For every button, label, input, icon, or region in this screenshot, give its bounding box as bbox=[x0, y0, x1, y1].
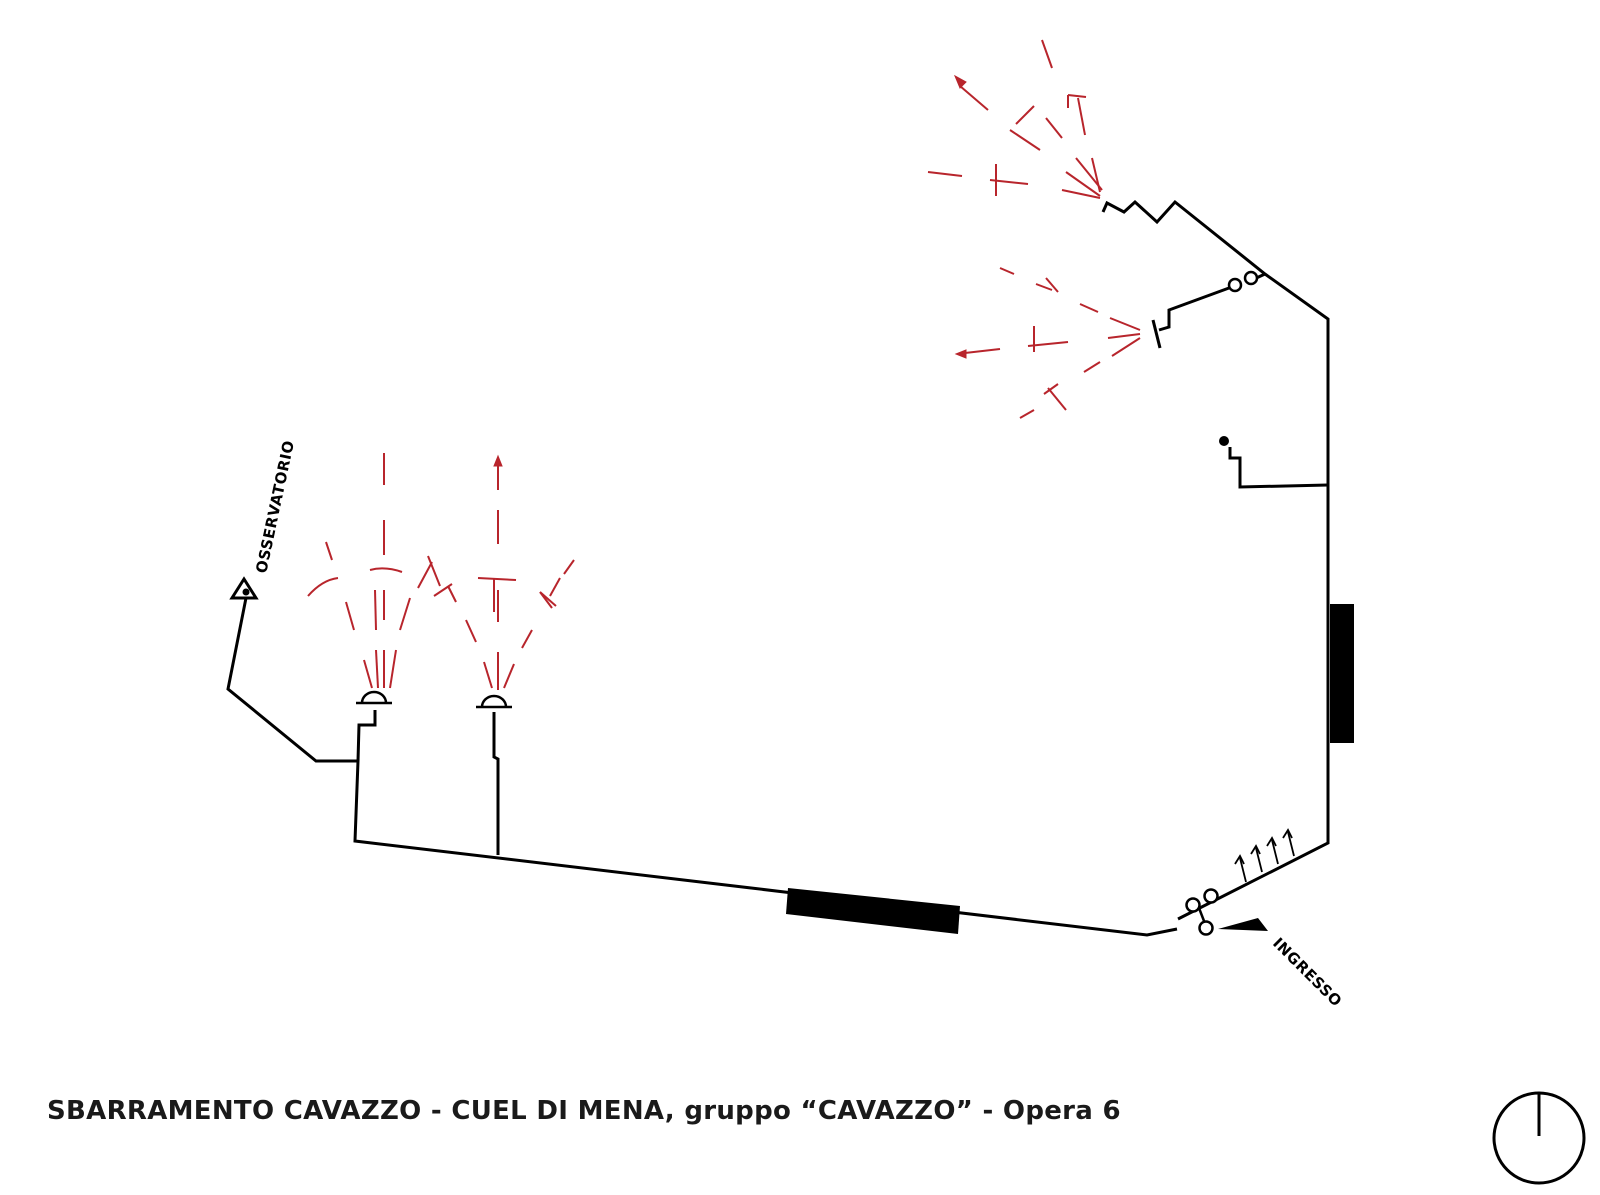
ventilation-arrows bbox=[1234, 828, 1295, 883]
fire-sector-left bbox=[307, 453, 453, 689]
north-arrow-icon bbox=[1492, 1091, 1586, 1185]
east-bar bbox=[1330, 604, 1354, 743]
entrance-label: INGRESSO bbox=[1269, 934, 1345, 1010]
mg-post-middle bbox=[476, 694, 512, 855]
mg-post-left bbox=[356, 690, 392, 762]
south-wall bbox=[226, 597, 1178, 937]
entrance-icon bbox=[1185, 888, 1268, 936]
page-title: SBARRAMENTO CAVAZZO - CUEL DI MENA, grup… bbox=[47, 1096, 1121, 1126]
perimeter-wall bbox=[1101, 199, 1330, 921]
south-bar bbox=[786, 888, 960, 934]
entrance-arrow-icon bbox=[1218, 918, 1268, 931]
fire-sector-north-east bbox=[954, 267, 1141, 419]
observatory-label: OSSERVATORIO bbox=[252, 439, 298, 575]
fire-sector-top bbox=[927, 39, 1103, 199]
side-emplacement bbox=[1219, 436, 1329, 489]
north-east-embrasure bbox=[1151, 270, 1266, 349]
observatory-icon bbox=[229, 576, 259, 600]
fire-sector-middle bbox=[447, 454, 575, 690]
